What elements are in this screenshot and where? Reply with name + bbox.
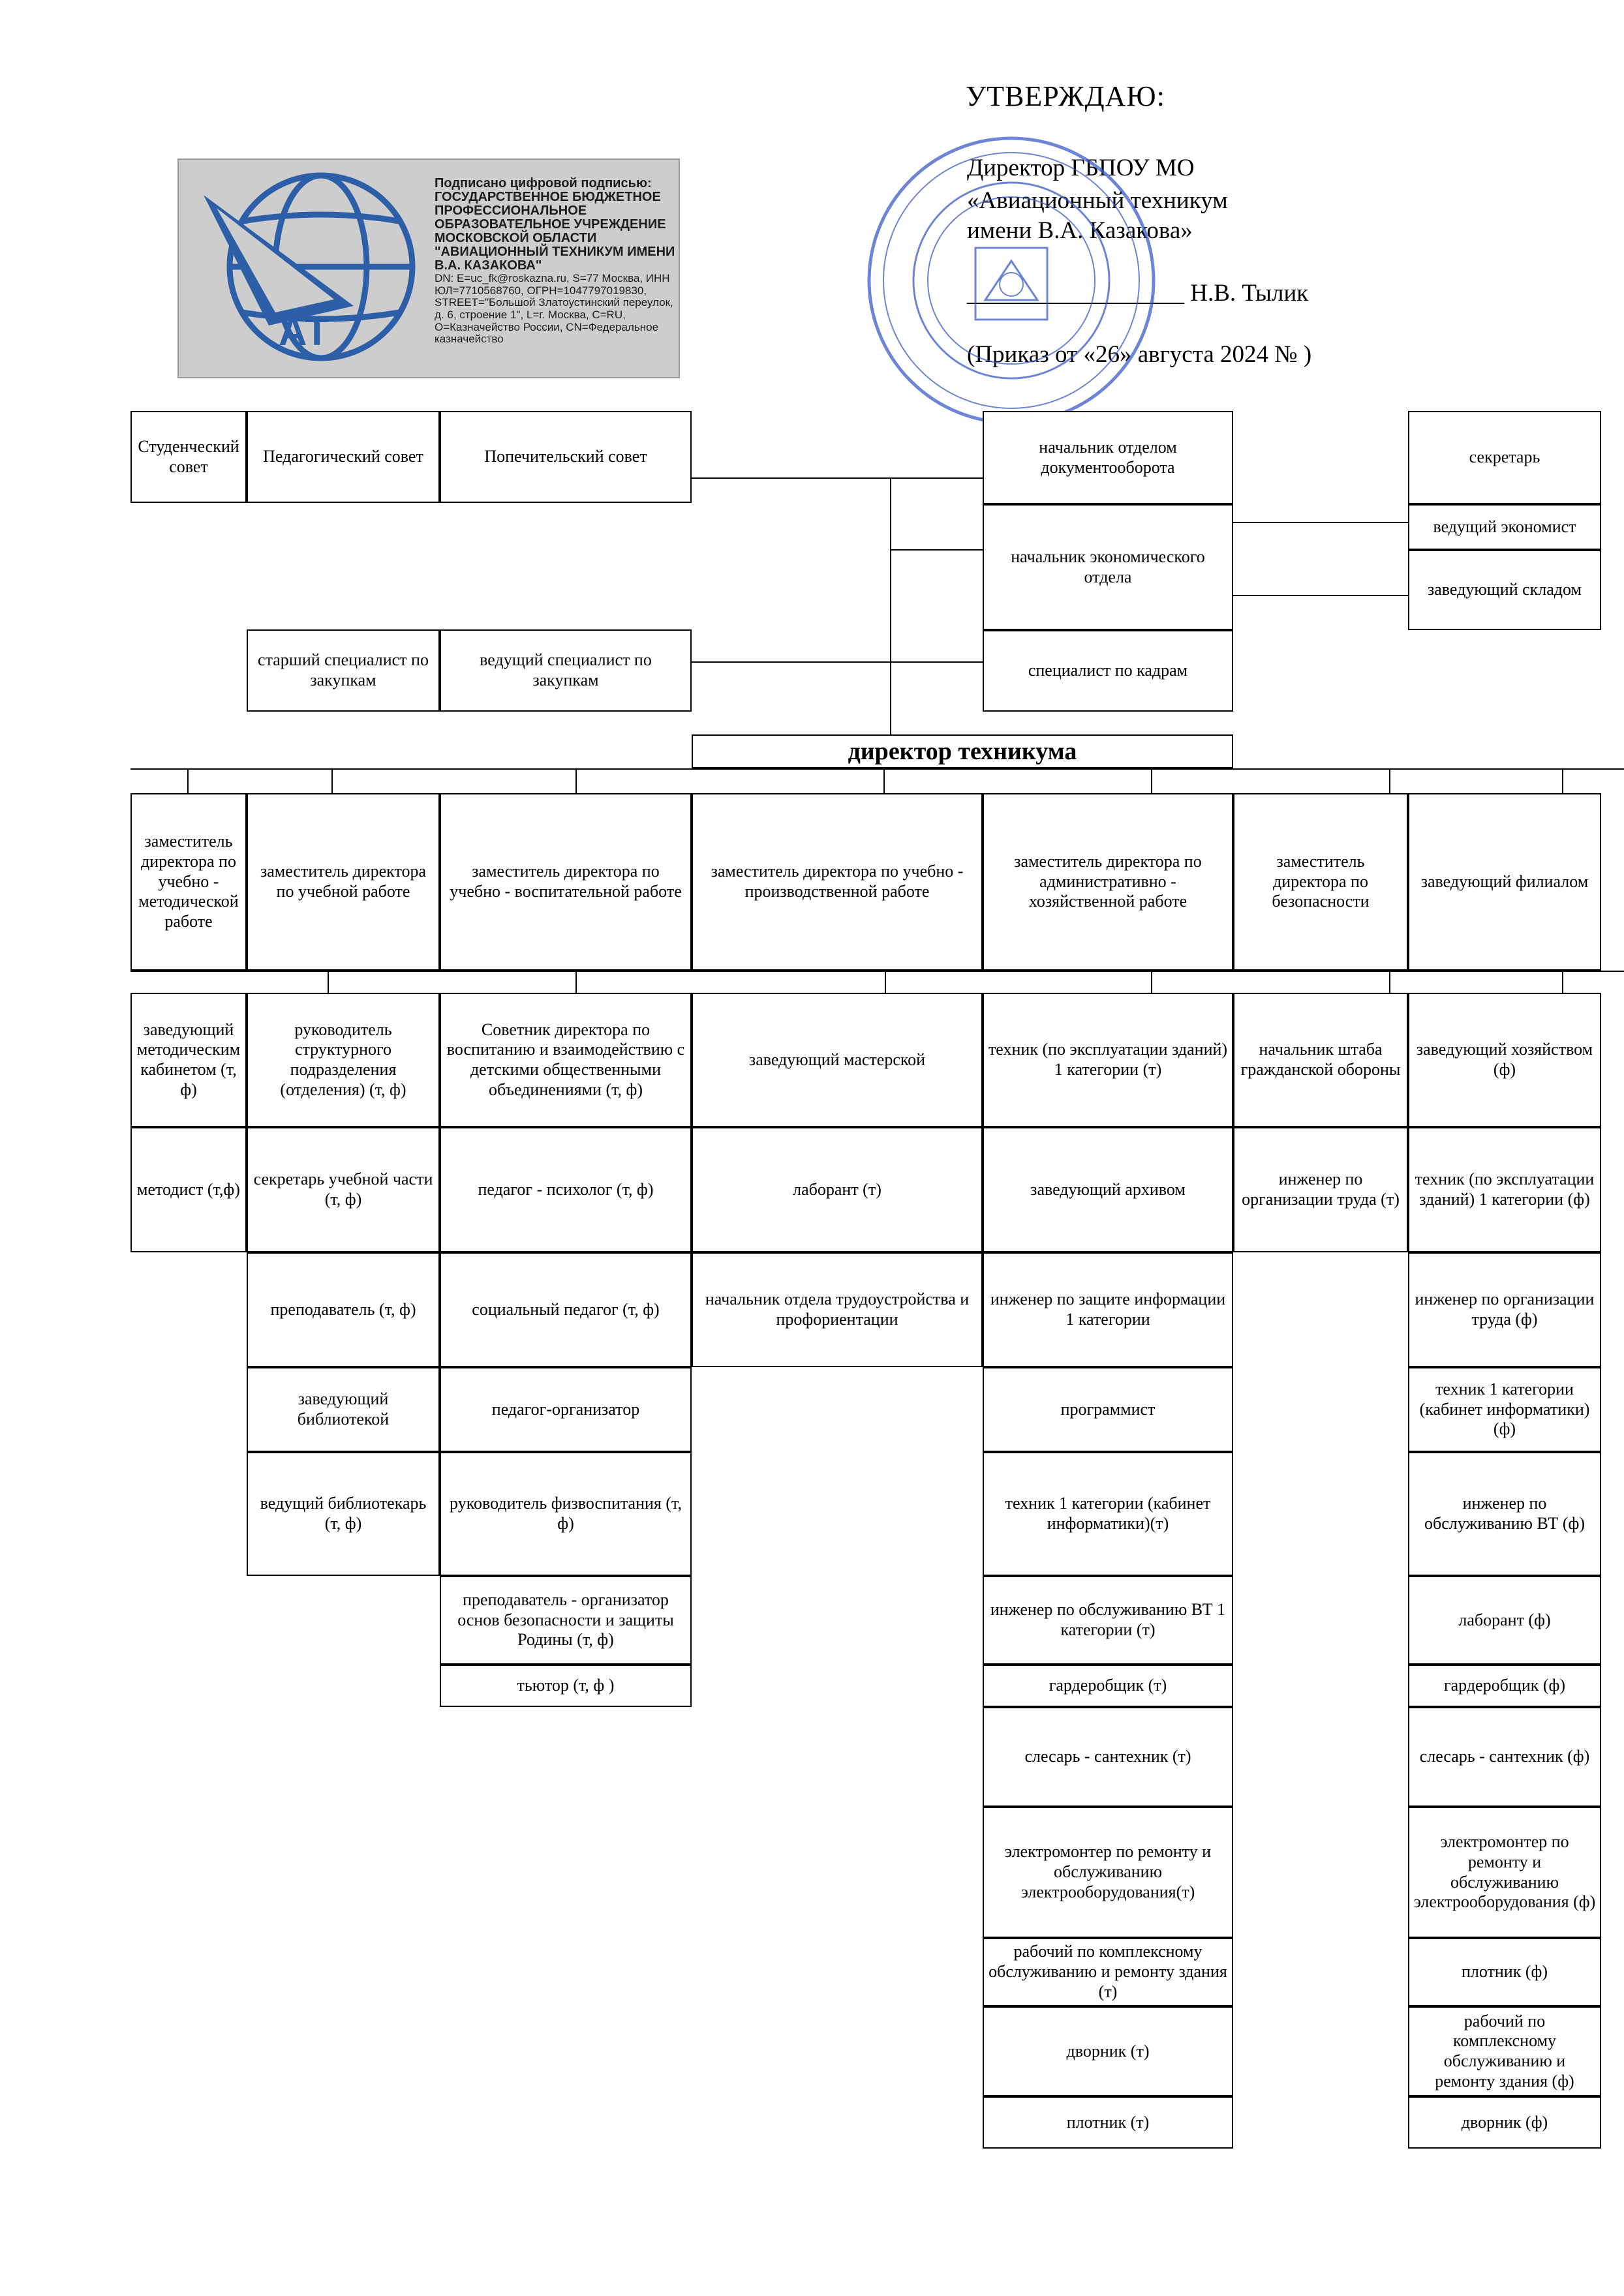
col5-staff-box: гардеробщик (т): [983, 1665, 1233, 1707]
technikum-logo-icon: АТ: [204, 172, 416, 361]
signature-heading: Подписано цифровой подписью: ГОСУДАРСТВЕ…: [435, 176, 675, 273]
col5-staff-box: электромонтер по ремонту и обслуживанию …: [983, 1807, 1233, 1938]
col4-staff-box: начальник отдела трудоустройства и профо…: [692, 1252, 983, 1367]
col3-staff-box: педагог - психолог (т, ф): [440, 1127, 692, 1252]
col7-staff-box: слесарь - сантехник (ф): [1408, 1707, 1601, 1807]
col5-staff-box: плотник (т): [983, 2096, 1233, 2149]
col3-staff-box: преподаватель - организатор основ безопа…: [440, 1576, 692, 1665]
col7-staff-box: техник (по эксплуатации зданий) 1 катего…: [1408, 1127, 1601, 1252]
col5-staff-box: слесарь - сантехник (т): [983, 1707, 1233, 1807]
approval-line-1: Директор ГБПОУ МО: [967, 155, 1195, 181]
col2-staff-box: секретарь учебной части (т, ф): [247, 1127, 440, 1252]
col3-staff-box: тьютор (т, ф ): [440, 1665, 692, 1707]
col3-staff-box: социальный педагог (т, ф): [440, 1252, 692, 1367]
col3-staff-box: педагог-организатор: [440, 1367, 692, 1452]
signature-details: DN: E=uc_fk@roskazna.ru, S=77 Москва, ИН…: [435, 272, 673, 346]
lead-procurement-box: ведущий специалист по закупкам: [440, 629, 692, 712]
deputy-educational-box: заместитель директора по учебно - воспит…: [440, 793, 692, 971]
col7-staff-box: инженер по организации труда (ф): [1408, 1252, 1601, 1367]
col7-staff-box: лаборант (ф): [1408, 1576, 1601, 1665]
logo-letters: АТ: [279, 310, 329, 354]
col3-staff-box: руководитель физвоспитания (т, ф): [440, 1452, 692, 1576]
col5-staff-box: техник (по эксплуатации зданий) 1 катего…: [983, 993, 1233, 1127]
trustee-council-box: Попечительский совет: [440, 411, 692, 503]
pedagogical-council-box: Педагогический совет: [247, 411, 440, 503]
col5-staff-box: техник 1 категории (кабинет информатики)…: [983, 1452, 1233, 1576]
secretary-box: секретарь: [1408, 411, 1601, 504]
lead-economist-box: ведущий экономист: [1408, 504, 1601, 550]
col7-staff-box: заведующий хозяйством (ф): [1408, 993, 1601, 1127]
col2-staff-box: руководитель структурного подразделения …: [247, 993, 440, 1127]
col6-staff-box: начальник штаба гражданской обороны: [1233, 993, 1408, 1127]
col7-staff-box: рабочий по комплексному обслуживанию и р…: [1408, 2006, 1601, 2096]
col4-staff-box: заведующий мастерской: [692, 993, 983, 1127]
deputy-security-box: заместитель директора по безопасности: [1233, 793, 1408, 971]
col5-staff-box: программист: [983, 1367, 1233, 1452]
col5-staff-box: дворник (т): [983, 2006, 1233, 2096]
col5-staff-box: инженер по обслуживанию ВТ 1 категории (…: [983, 1576, 1233, 1665]
col1-staff-box: методист (т,ф): [130, 1127, 247, 1252]
col7-staff-box: плотник (ф): [1408, 1938, 1601, 2006]
senior-procurement-box: старший специалист по закупкам: [247, 629, 440, 712]
official-seal: [867, 136, 1156, 425]
col2-staff-box: преподаватель (т, ф): [247, 1252, 440, 1367]
branch-head-box: заведующий филиалом: [1408, 793, 1601, 971]
doc-head-box: начальник отделом документооборота: [983, 411, 1233, 504]
hr-specialist-box: специалист по кадрам: [983, 630, 1233, 712]
deputy-academic-box: заместитель директора по учебной работе: [247, 793, 440, 971]
student-council-box: Студенческий совет: [130, 411, 247, 503]
col7-staff-box: гардеробщик (ф): [1408, 1665, 1601, 1707]
col7-staff-box: инженер по обслуживанию ВТ (ф): [1408, 1452, 1601, 1576]
digital-signature-block: АТ Подписано цифровой подписью: ГОСУДАРС…: [177, 159, 680, 378]
deputy-methodical-box: заместитель директора по учебно - методи…: [130, 793, 247, 971]
col7-staff-box: электромонтер по ремонту и обслуживанию …: [1408, 1807, 1601, 1938]
col6-staff-box: инженер по организации труда (т): [1233, 1127, 1408, 1252]
col3-staff-box: Советник директора по воспитанию и взаим…: [440, 993, 692, 1127]
col7-staff-box: техник 1 категории (кабинет информатики)…: [1408, 1367, 1601, 1452]
econ-head-box: начальник экономического отдела: [983, 504, 1233, 630]
col2-staff-box: ведущий библиотекарь (т, ф): [247, 1452, 440, 1576]
approval-line-2: «Авиационный техникум: [967, 187, 1228, 214]
col4-staff-box: лаборант (т): [692, 1127, 983, 1252]
deputy-production-box: заместитель директора по учебно - произв…: [692, 793, 983, 971]
approval-line-3: имени В.А. Казакова»: [967, 217, 1193, 244]
deputy-administrative-box: заместитель директора по административно…: [983, 793, 1233, 971]
col1-staff-box: заведующий методическим кабинетом (т, ф): [130, 993, 247, 1127]
col7-staff-box: дворник (ф): [1408, 2096, 1601, 2149]
col2-staff-box: заведующий библиотекой: [247, 1367, 440, 1452]
warehouse-head-box: заведующий складом: [1408, 550, 1601, 630]
col5-staff-box: инженер по защите информации 1 категории: [983, 1252, 1233, 1367]
approval-title: УТВЕРЖДАЮ:: [966, 80, 1165, 112]
director-box: директор техникума: [692, 734, 1233, 768]
col5-staff-box: заведующий архивом: [983, 1127, 1233, 1252]
col5-staff-box: рабочий по комплексному обслуживанию и р…: [983, 1938, 1233, 2006]
